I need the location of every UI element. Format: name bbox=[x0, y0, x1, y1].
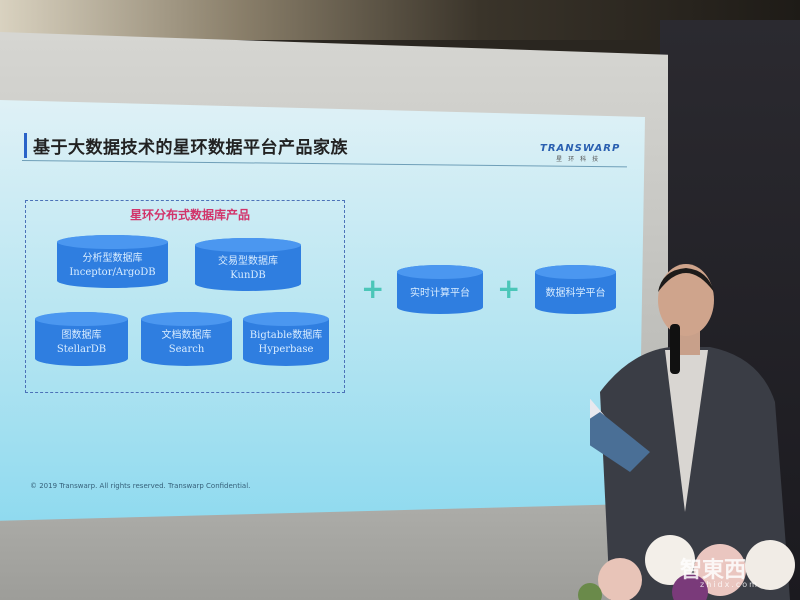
transwarp-logo: TRANSWARP 星环科技 bbox=[540, 143, 620, 163]
slide-title: 基于大数据技术的星环数据平台产品家族 bbox=[24, 133, 348, 158]
db-name: Bigtable数据库 bbox=[249, 330, 323, 341]
platform-cylinder: 实时计算平台 bbox=[397, 265, 483, 314]
watermark-url: zhidx.com bbox=[700, 580, 759, 589]
head bbox=[658, 264, 714, 336]
flowers bbox=[578, 535, 795, 600]
platform-label: 实时计算平台 bbox=[410, 287, 470, 299]
platform-label: 数据科学平台 bbox=[545, 287, 606, 299]
db-name: 文档数据库 bbox=[161, 330, 212, 341]
platform-cylinder: 数据科学平台 bbox=[535, 265, 616, 314]
shirt bbox=[665, 350, 708, 512]
db-product: Search bbox=[168, 344, 205, 355]
plus-icon: + bbox=[497, 272, 521, 305]
database-group-label: 星环分布式数据库产品 bbox=[130, 208, 251, 222]
database-cylinder: 文档数据库 Search bbox=[141, 312, 232, 366]
hair bbox=[658, 268, 714, 292]
db-name: 交易型数据库 bbox=[218, 255, 278, 267]
logo-name: TRANSWARP bbox=[540, 143, 621, 154]
db-product: StellarDB bbox=[56, 344, 107, 355]
database-cylinder: 分析型数据库 Inceptor/ArgoDB bbox=[57, 235, 168, 288]
database-cylinder: Bigtable数据库 Hyperbase bbox=[243, 312, 329, 366]
db-name: 分析型数据库 bbox=[82, 252, 143, 264]
plus-icon: + bbox=[361, 272, 385, 305]
suit bbox=[600, 347, 790, 600]
db-product: Hyperbase bbox=[258, 344, 314, 355]
logo-subtitle: 星环科技 bbox=[556, 156, 605, 163]
db-name: 图数据库 bbox=[61, 330, 102, 341]
db-product: KunDB bbox=[230, 269, 266, 281]
microphone bbox=[670, 324, 680, 374]
slide-footer: © 2019 Transwarp. All rights reserved. T… bbox=[30, 482, 251, 490]
presenter bbox=[590, 264, 790, 600]
projected-slide bbox=[0, 100, 645, 521]
db-product: Inceptor/ArgoDB bbox=[69, 266, 156, 278]
database-cylinder: 交易型数据库 KunDB bbox=[195, 238, 301, 291]
sleeve bbox=[590, 412, 650, 472]
database-cylinder: 图数据库 StellarDB bbox=[35, 312, 128, 366]
database-group-box bbox=[25, 200, 345, 393]
watermark: 智東西 bbox=[680, 558, 747, 583]
